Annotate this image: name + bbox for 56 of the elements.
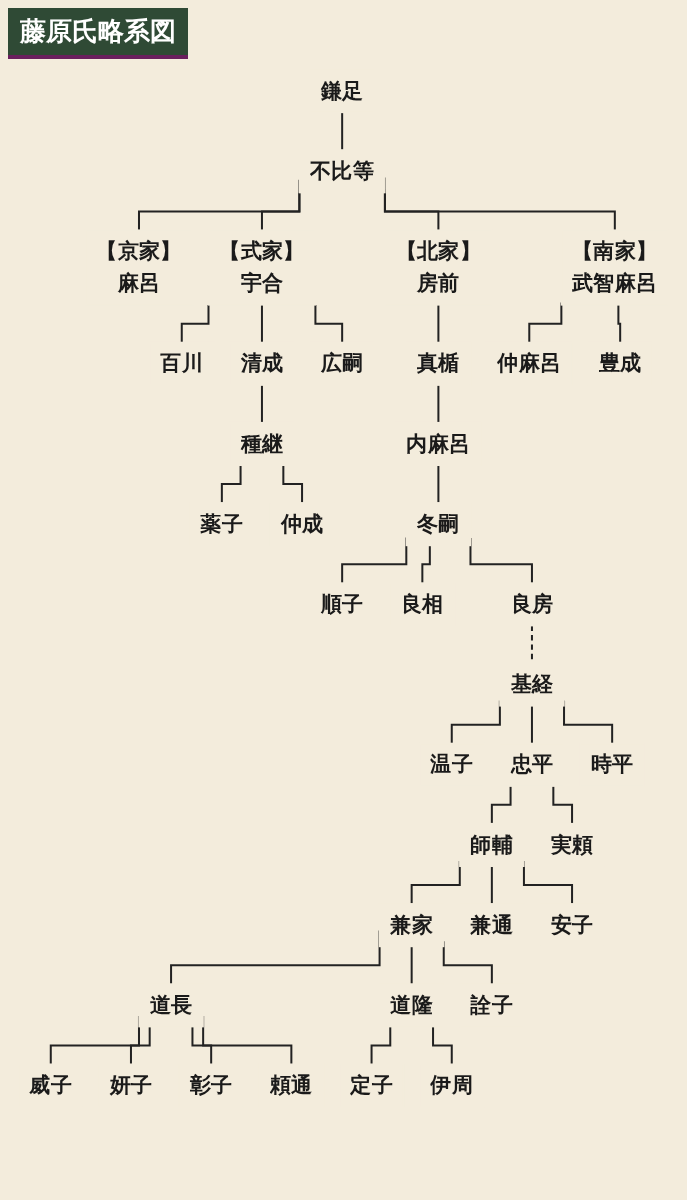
connector [617,303,622,344]
connector [260,191,301,232]
node-text: 安子 [550,911,594,938]
node-text: 仲成 [280,510,324,537]
node-text: 時平 [590,751,634,777]
connector [180,303,210,344]
connector [410,945,413,985]
title: 藤原氏略系図 [8,8,188,59]
node-text: 【北家】 房前 [395,238,482,296]
node-text: 仲麻呂 [497,350,562,376]
node-text: 忠平 [510,751,554,777]
connector [341,111,344,151]
node-text: 伊周 [430,1072,474,1098]
node-text: 【南家】 武智麻呂 [572,238,658,296]
node-text: 兼通 [470,911,514,938]
node-text: 温子 [430,751,474,777]
node-text: 彰子 [189,1072,233,1098]
node-text: 良相 [400,590,444,617]
node-text: 【式家】 宇合 [219,238,305,296]
connector [432,1025,453,1066]
connector [260,384,263,424]
node-text: 定子 [350,1072,393,1098]
node-text: 順子 [320,590,364,617]
node-text: 清成 [240,350,284,376]
connector [220,464,242,504]
connector [370,1025,392,1066]
connector [421,544,431,584]
connector [490,785,512,825]
node-text: 百川 [160,350,204,376]
node-text: 【京家】 麻呂 [96,238,182,296]
connector [314,303,344,344]
connector [129,1025,151,1066]
node-text: 鎌足 [320,77,364,104]
connector [437,464,440,504]
connector [437,384,440,424]
connector [282,464,304,504]
node-text: 実頼 [550,831,594,857]
node-text: 道隆 [390,991,434,1018]
connector [191,1025,213,1066]
node-text: 広嗣 [320,350,364,376]
node-text: 頼通 [269,1072,313,1098]
node-text: 薬子 [200,510,244,537]
connector [530,704,533,745]
node-text: 真楯 [417,350,460,376]
connector [552,785,574,825]
node-text: 内麻呂 [406,430,471,456]
node-text: 豊成 [598,350,642,376]
node-text: 詮子 [470,991,514,1018]
node-text: 良房 [510,590,554,617]
node-text: 威子 [29,1072,73,1098]
connector [437,303,440,344]
connector [528,301,563,344]
connector [490,865,493,905]
node-text: 種継 [240,430,284,456]
node-text: 妍子 [109,1072,153,1098]
connector [260,303,263,344]
